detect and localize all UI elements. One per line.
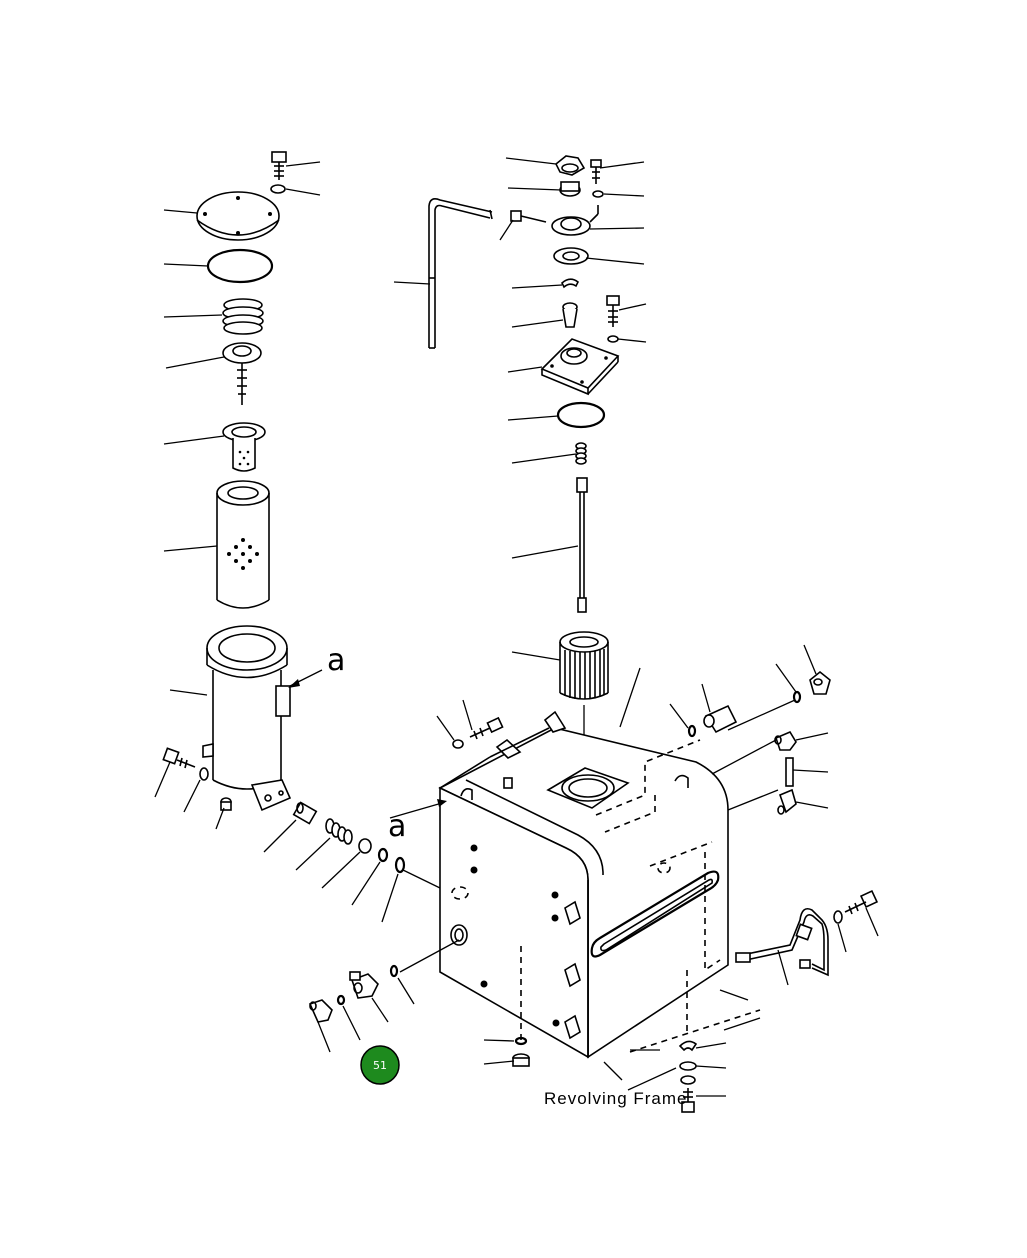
filter-case xyxy=(202,625,292,812)
connector-line xyxy=(727,789,779,811)
callout-a-top: a xyxy=(288,643,345,688)
cap-bolt xyxy=(590,159,602,184)
washer xyxy=(199,767,209,781)
tank-top-flange xyxy=(546,767,630,809)
left-bottom-fittings xyxy=(162,747,406,874)
snap-ring xyxy=(561,278,580,289)
connector-line xyxy=(727,699,796,731)
connector-line xyxy=(711,739,777,775)
top-bolt xyxy=(271,151,287,180)
cover-plate xyxy=(196,191,280,241)
tank-top-bracket xyxy=(439,710,567,789)
elbow-fitting-low xyxy=(777,788,797,815)
inner-port xyxy=(451,886,469,900)
strainer-rod xyxy=(576,477,588,613)
plug xyxy=(220,797,232,811)
strainer-element xyxy=(559,631,609,700)
top-plug xyxy=(503,777,513,789)
strainer-cover xyxy=(540,338,620,396)
cap-adapter xyxy=(559,181,581,197)
hydraulic-tank xyxy=(438,727,729,1059)
strainer-small xyxy=(562,302,578,328)
elbow-fitting-bottom xyxy=(308,999,333,1023)
hook-left xyxy=(460,788,473,800)
washer xyxy=(607,335,619,343)
horizontal-bolt xyxy=(162,747,196,769)
revolving-frame-label: Revolving Frame xyxy=(544,1089,688,1108)
valve-assembly xyxy=(222,342,262,405)
lock-washer xyxy=(680,1075,696,1085)
inner-port-2 xyxy=(657,862,671,874)
revolving-frame-outline: Revolving Frame xyxy=(544,989,761,1108)
washer xyxy=(679,1061,697,1071)
o-ring xyxy=(206,248,274,284)
check-valve-fitting xyxy=(349,971,379,999)
elbow-small xyxy=(510,210,547,223)
lock-washer xyxy=(592,190,604,198)
internal-pipe-right xyxy=(649,841,713,867)
adapter xyxy=(292,801,318,825)
callout-label: a xyxy=(327,643,345,678)
flange-gasket xyxy=(553,247,589,265)
clamp-ring xyxy=(377,847,389,863)
o-ring xyxy=(389,964,399,978)
suction-port xyxy=(450,924,468,946)
connector-line xyxy=(402,869,441,889)
elbow-fitting-mid xyxy=(774,730,797,751)
filler-cap-assembly xyxy=(510,155,620,763)
o-ring-small xyxy=(394,856,406,874)
washer xyxy=(270,184,286,194)
callout-a-bottom: a xyxy=(388,799,447,844)
bracket-1 xyxy=(564,900,581,926)
bracket-bolt xyxy=(469,716,504,740)
o-ring xyxy=(792,690,802,704)
right-fittings xyxy=(687,670,831,815)
washer xyxy=(452,739,464,749)
stopper xyxy=(678,1040,698,1052)
bracket-2 xyxy=(564,962,581,988)
callout-label: a xyxy=(388,809,406,844)
frame-mount-hardware xyxy=(678,1040,698,1113)
filler-cap xyxy=(554,155,586,176)
hook-right xyxy=(674,774,689,788)
hose-fitting xyxy=(325,818,353,845)
o-ring xyxy=(336,994,346,1006)
filler-neck xyxy=(551,205,599,236)
o-ring xyxy=(556,401,606,429)
leader-lines xyxy=(154,157,879,1097)
internal-pipe-top xyxy=(595,739,701,816)
page-number-badge: 51 xyxy=(360,1045,400,1085)
bracket-3 xyxy=(564,1014,581,1040)
spring xyxy=(222,298,264,335)
o-ring xyxy=(687,724,697,738)
internal-pipe-mid xyxy=(604,795,656,833)
breather-tube xyxy=(428,198,493,349)
washer xyxy=(833,910,843,924)
front-face-bolts xyxy=(470,844,560,1027)
badge-number: 51 xyxy=(373,1059,387,1072)
left-filter-assembly xyxy=(196,151,292,812)
bottom-left-fittings xyxy=(308,964,399,1023)
mount-bolt xyxy=(681,1088,695,1113)
filter-element xyxy=(216,480,270,609)
flange-bolt xyxy=(606,295,620,327)
strainer xyxy=(222,422,266,472)
level-sensor xyxy=(735,907,829,977)
elbow-fitting-top xyxy=(809,670,831,695)
sight-gauge xyxy=(590,870,720,958)
sensor-bolt xyxy=(844,889,879,915)
drain-plug-assembly xyxy=(512,1036,530,1067)
spring-small xyxy=(575,442,587,465)
tube-pipe xyxy=(785,757,794,787)
badge-circle xyxy=(360,1045,400,1085)
bushing xyxy=(358,838,372,854)
tee-fitting xyxy=(703,704,738,734)
connector-line xyxy=(399,939,460,973)
